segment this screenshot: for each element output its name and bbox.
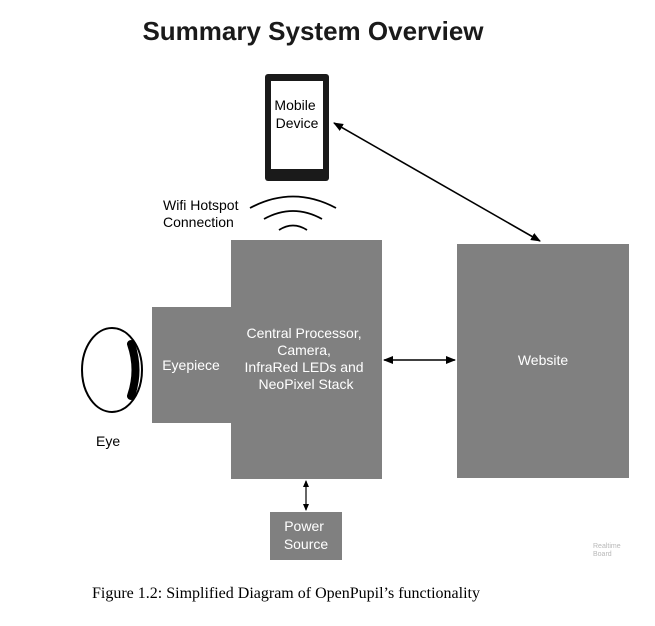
central-processor-label-line3: InfraRed LEDs and: [245, 359, 364, 375]
power-source-box: [270, 512, 342, 560]
website-label: Website: [518, 352, 569, 368]
watermark-line2: Board: [593, 551, 612, 558]
mobile-device-label-line1: Mobile: [274, 97, 315, 113]
wifi-label-line2: Connection: [163, 214, 234, 230]
svg-text:Realtime Board: Realtime Board: [593, 543, 623, 558]
mobile-device: Mobile Device: [265, 74, 329, 181]
diagram-title: Summary System Overview: [142, 16, 484, 46]
watermark-line1: Realtime: [593, 543, 621, 550]
central-processor-label-line1: Central Processor,: [246, 325, 361, 341]
mobile-device-label-line2: Device: [276, 115, 319, 131]
power-source-label-line1: Power: [284, 518, 324, 534]
figure-caption: Figure 1.2: Simplified Diagram of OpenPu…: [92, 585, 480, 602]
mobile-device-screen: [271, 81, 323, 169]
wifi-label-line1: Wifi Hotspot: [163, 197, 239, 213]
website-box: [457, 244, 629, 478]
svg-text:Mobile Device: Mobile Device: [274, 97, 319, 131]
central-processor-label-line2: Camera,: [277, 342, 331, 358]
eye-label: Eye: [96, 433, 120, 449]
svg-text:Central Processor, Camera,: Central Processor, Camera, InfraRed LEDs…: [245, 325, 368, 392]
central-processor-label-line4: NeoPixel Stack: [259, 376, 355, 392]
eyepiece-box: [152, 307, 231, 423]
eyepiece-label: Eyepiece: [162, 357, 220, 373]
svg-text:Power Source: Power Source: [284, 518, 329, 552]
central-processor-box: [231, 240, 382, 479]
svg-text:Wifi Hotspot Connection: Wifi Hotspot Connection: [163, 197, 242, 230]
power-source-label-line2: Source: [284, 536, 329, 552]
wifi-icon: [249, 195, 337, 231]
eye-icon: [81, 327, 143, 413]
mobile-website-arrow: [333, 122, 541, 242]
